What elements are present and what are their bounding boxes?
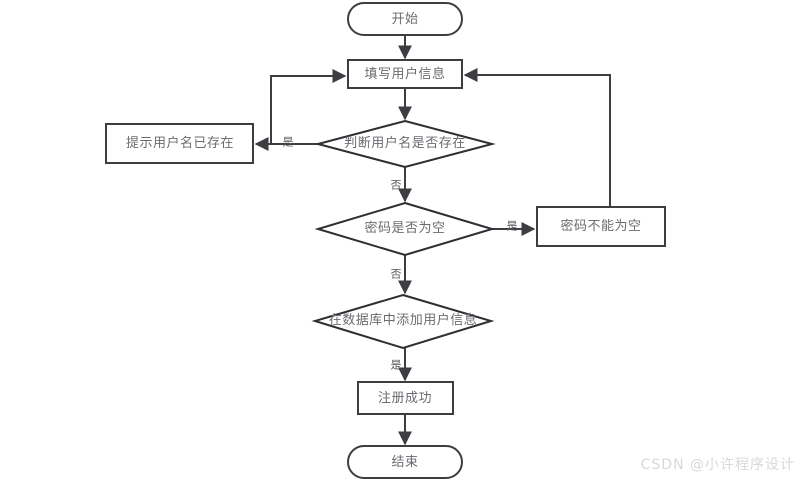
edge-label-adddb-yes: 是 xyxy=(391,359,402,372)
node-password-cannot-be-empty[interactable]: 密码不能为空 xyxy=(536,206,666,247)
check-password-empty-label: 密码是否为空 xyxy=(364,220,445,235)
start-label: 开始 xyxy=(391,11,418,26)
node-check-password-empty[interactable]: 密码是否为空 xyxy=(314,201,496,257)
fill-user-info-label: 填写用户信息 xyxy=(364,66,445,81)
edge-label-password-yes: 是 xyxy=(507,220,518,233)
node-register-success[interactable]: 注册成功 xyxy=(357,381,454,415)
register-success-shape xyxy=(357,381,454,415)
start-terminator-shape xyxy=(347,2,463,36)
check-username-exists-shape xyxy=(314,119,496,169)
end-label: 结束 xyxy=(391,454,418,469)
edge-password-tip-back-to-fill-info-right xyxy=(463,68,611,207)
node-end[interactable]: 结束 xyxy=(347,445,463,479)
check-password-empty-shape xyxy=(314,201,496,257)
password-cannot-be-empty-shape xyxy=(536,206,666,247)
node-start[interactable]: 开始 xyxy=(347,2,463,36)
add-user-to-database-label: 在数据库中添加用户信息 xyxy=(329,312,478,327)
node-add-user-to-database[interactable]: 在数据库中添加用户信息 xyxy=(311,293,495,350)
username-exists-tip-label: 提示用户名已存在 xyxy=(126,135,234,150)
edge-label-password-no: 否 xyxy=(391,269,402,281)
csdn-watermark: CSDN @小许程序设计 xyxy=(640,457,795,473)
check-username-exists-label: 判断用户名是否存在 xyxy=(344,135,466,150)
edge-label-username-yes: 是 xyxy=(283,136,294,149)
fill-user-info-shape xyxy=(347,59,463,89)
edge-loop-back-to-fill-info-left xyxy=(270,69,347,144)
node-username-exists-tip[interactable]: 提示用户名已存在 xyxy=(105,123,254,164)
username-exists-tip-shape xyxy=(105,123,254,164)
node-check-username-exists[interactable]: 判断用户名是否存在 xyxy=(314,119,496,169)
node-fill-user-info[interactable]: 填写用户信息 xyxy=(347,59,463,89)
edge-label-username-no: 否 xyxy=(391,180,402,192)
add-user-to-database-shape xyxy=(311,293,495,350)
end-terminator-shape xyxy=(347,445,463,479)
register-success-label: 注册成功 xyxy=(378,390,432,405)
password-cannot-be-empty-label: 密码不能为空 xyxy=(560,218,641,233)
